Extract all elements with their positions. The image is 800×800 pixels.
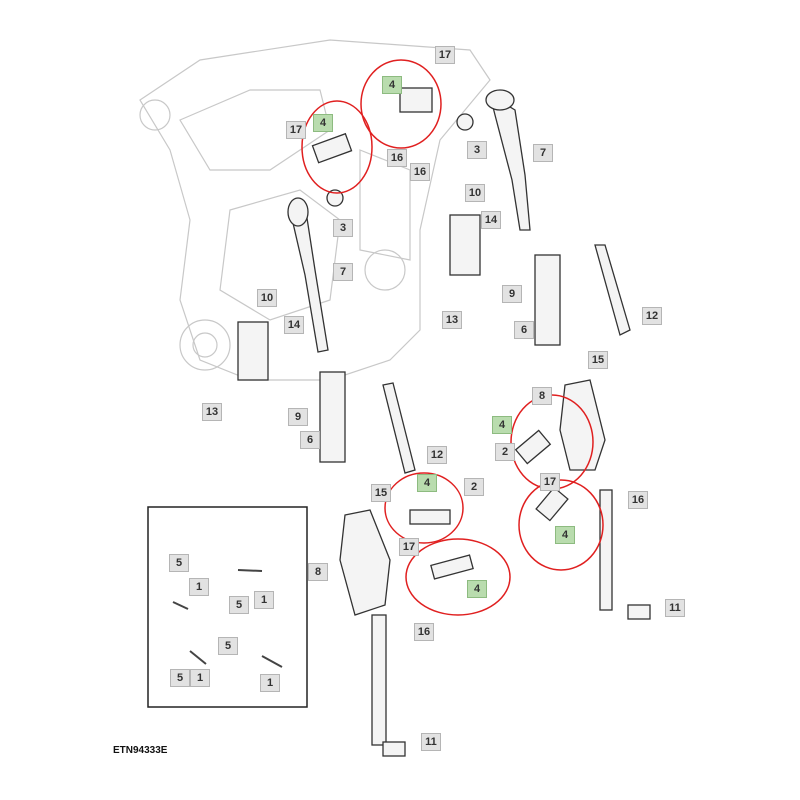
callout: 6 <box>514 321 534 339</box>
callout: 5 <box>218 637 238 655</box>
callout: 17 <box>399 538 419 556</box>
callout: 5 <box>170 669 190 687</box>
callout: 4 <box>417 474 437 492</box>
callout: 10 <box>465 184 485 202</box>
callout: 7 <box>533 144 553 162</box>
callout: 1 <box>260 674 280 692</box>
highlight-circles <box>301 59 604 616</box>
bushing-3-left <box>326 189 344 207</box>
callout: 10 <box>257 289 277 307</box>
callout: 6 <box>300 431 320 449</box>
callout: 8 <box>532 387 552 405</box>
rod-12-left <box>382 382 416 474</box>
callout: 2 <box>464 478 484 496</box>
bracket-10-left <box>237 321 269 381</box>
pin-4-r2 <box>535 486 569 522</box>
callout: 13 <box>442 311 462 329</box>
callout: 5 <box>229 596 249 614</box>
rod-12-right <box>594 244 631 336</box>
bracket-8-right <box>559 379 606 471</box>
callout: 17 <box>435 46 455 64</box>
bolt-11-left <box>371 614 387 746</box>
pin-4-top <box>399 87 433 113</box>
callout: 16 <box>414 623 434 641</box>
callout: 16 <box>410 163 430 181</box>
pin-4-left <box>311 132 353 164</box>
callout: 15 <box>371 484 391 502</box>
callout: 1 <box>189 578 209 596</box>
callout: 17 <box>286 121 306 139</box>
callout: 4 <box>313 114 333 132</box>
callout: 12 <box>427 446 447 464</box>
bracket-8-left <box>339 509 391 616</box>
callout: 15 <box>588 351 608 369</box>
callout: 9 <box>502 285 522 303</box>
lift-link-7-right <box>488 93 531 231</box>
callout: 4 <box>382 76 402 94</box>
callout: 11 <box>665 599 685 617</box>
callout: 13 <box>202 403 222 421</box>
callout: 8 <box>308 563 328 581</box>
callout: 4 <box>492 416 512 434</box>
bushing-3 <box>456 113 474 131</box>
detail-inset-box <box>147 506 308 708</box>
parts <box>237 87 651 757</box>
callout: 5 <box>169 554 189 572</box>
bolt-11-right <box>599 489 613 611</box>
pin-4-r1 <box>514 429 552 465</box>
callout: 12 <box>642 307 662 325</box>
callout: 14 <box>481 211 501 229</box>
callout: 9 <box>288 408 308 426</box>
callout: 16 <box>628 491 648 509</box>
callout: 11 <box>421 733 441 751</box>
pin-4-l2 <box>430 554 474 580</box>
callout: 2 <box>495 443 515 461</box>
callout: 1 <box>254 591 274 609</box>
cylinder-9-right <box>534 254 561 346</box>
callout: 17 <box>540 473 560 491</box>
cylinder-9-left <box>319 371 346 463</box>
callout: 3 <box>333 219 353 237</box>
callout: 14 <box>284 316 304 334</box>
callout: 3 <box>467 141 487 159</box>
callout: 4 <box>555 526 575 544</box>
figure-id: ETN94333E <box>113 745 168 756</box>
callout: 4 <box>467 580 487 598</box>
callout: 7 <box>333 263 353 281</box>
inset-pins <box>172 569 283 668</box>
bracket-10-right <box>449 214 481 276</box>
pin-4-l1 <box>409 509 451 525</box>
callout: 1 <box>190 669 210 687</box>
callout: 16 <box>387 149 407 167</box>
